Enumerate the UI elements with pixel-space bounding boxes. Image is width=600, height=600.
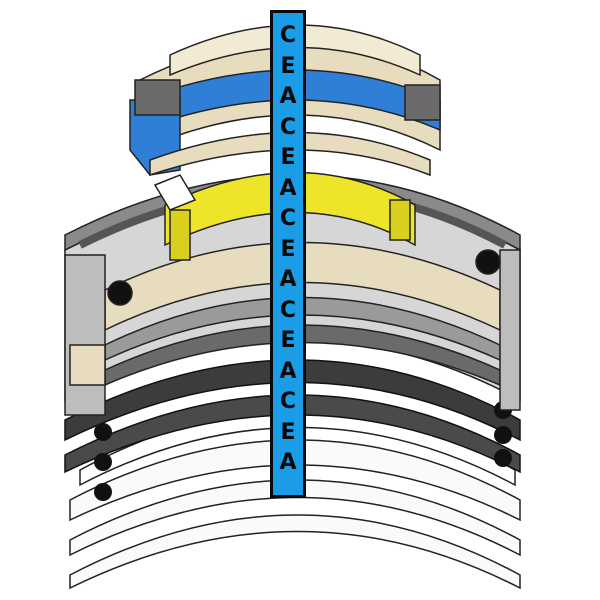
watermark-letter: E xyxy=(280,328,296,353)
watermark-letter: E xyxy=(280,419,296,445)
oring-left-3 xyxy=(94,483,112,501)
oring-right-3 xyxy=(494,449,512,467)
watermark-letter: E xyxy=(280,236,296,262)
watermark-letter: C xyxy=(279,206,297,231)
watermark-letter: C xyxy=(279,23,297,48)
dark-ring-stack xyxy=(64,359,521,501)
watermark-letter: C xyxy=(279,389,297,414)
watermark-letter: E xyxy=(280,53,296,79)
watermark-letter: A xyxy=(279,358,297,384)
oring-right-2 xyxy=(494,426,512,444)
watermark-letter: C xyxy=(279,114,297,140)
watermark-letter: E xyxy=(280,145,296,170)
watermark-letter: A xyxy=(279,84,297,109)
watermark-letter: A xyxy=(279,267,297,292)
oring-left-1 xyxy=(94,423,112,441)
oring-left-2 xyxy=(94,453,112,471)
watermark-letter: C xyxy=(279,297,297,323)
watermark-letter: A xyxy=(279,175,297,201)
watermark-letter: A xyxy=(279,450,297,475)
